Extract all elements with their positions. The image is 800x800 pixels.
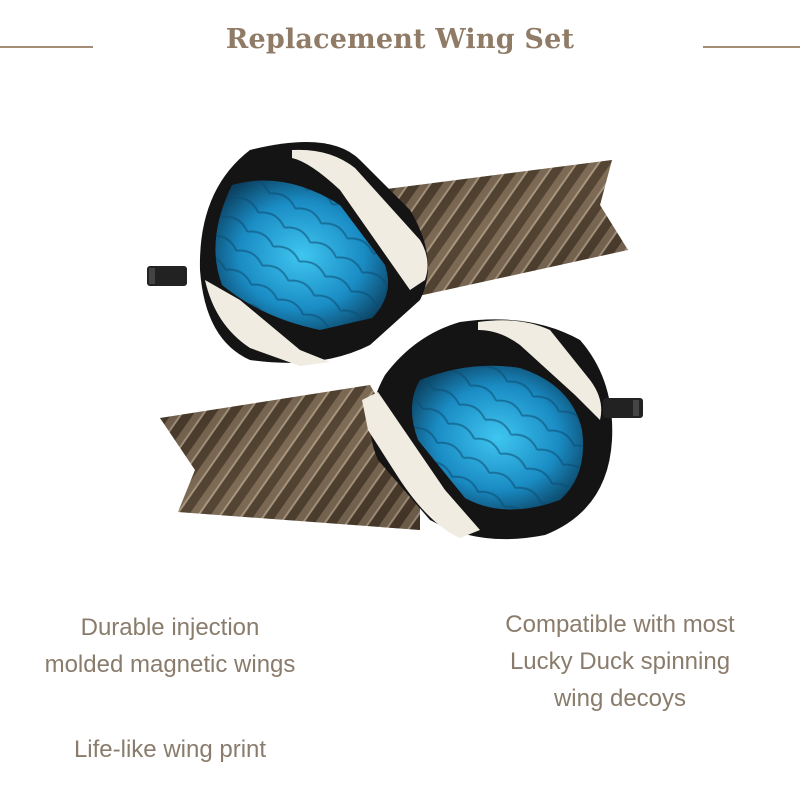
page-title: Replacement Wing Set xyxy=(225,24,575,55)
lower-wing xyxy=(160,319,643,540)
feature-compat-line-3: wing decoys xyxy=(553,685,687,712)
feature-durable-wings: Durable injection molded magnetic wings xyxy=(0,609,340,683)
feature-compat-line-1: Compatible with most xyxy=(505,611,735,638)
feature-lifelike-line: Life-like wing print xyxy=(73,736,267,763)
feature-durable-line-1: Durable injection xyxy=(80,614,260,641)
feature-compat-line-2: Lucky Duck spinning xyxy=(509,648,731,675)
feature-compatibility: Compatible with most Lucky Duck spinning… xyxy=(460,606,780,717)
upper-wing xyxy=(147,142,628,366)
feature-lifelike-print: Life-like wing print xyxy=(0,731,340,768)
header-rule-left xyxy=(0,46,93,48)
feature-durable-line-2: molded magnetic wings xyxy=(44,651,296,678)
upper-wing-post xyxy=(147,266,187,286)
header-rule-right xyxy=(703,46,800,48)
